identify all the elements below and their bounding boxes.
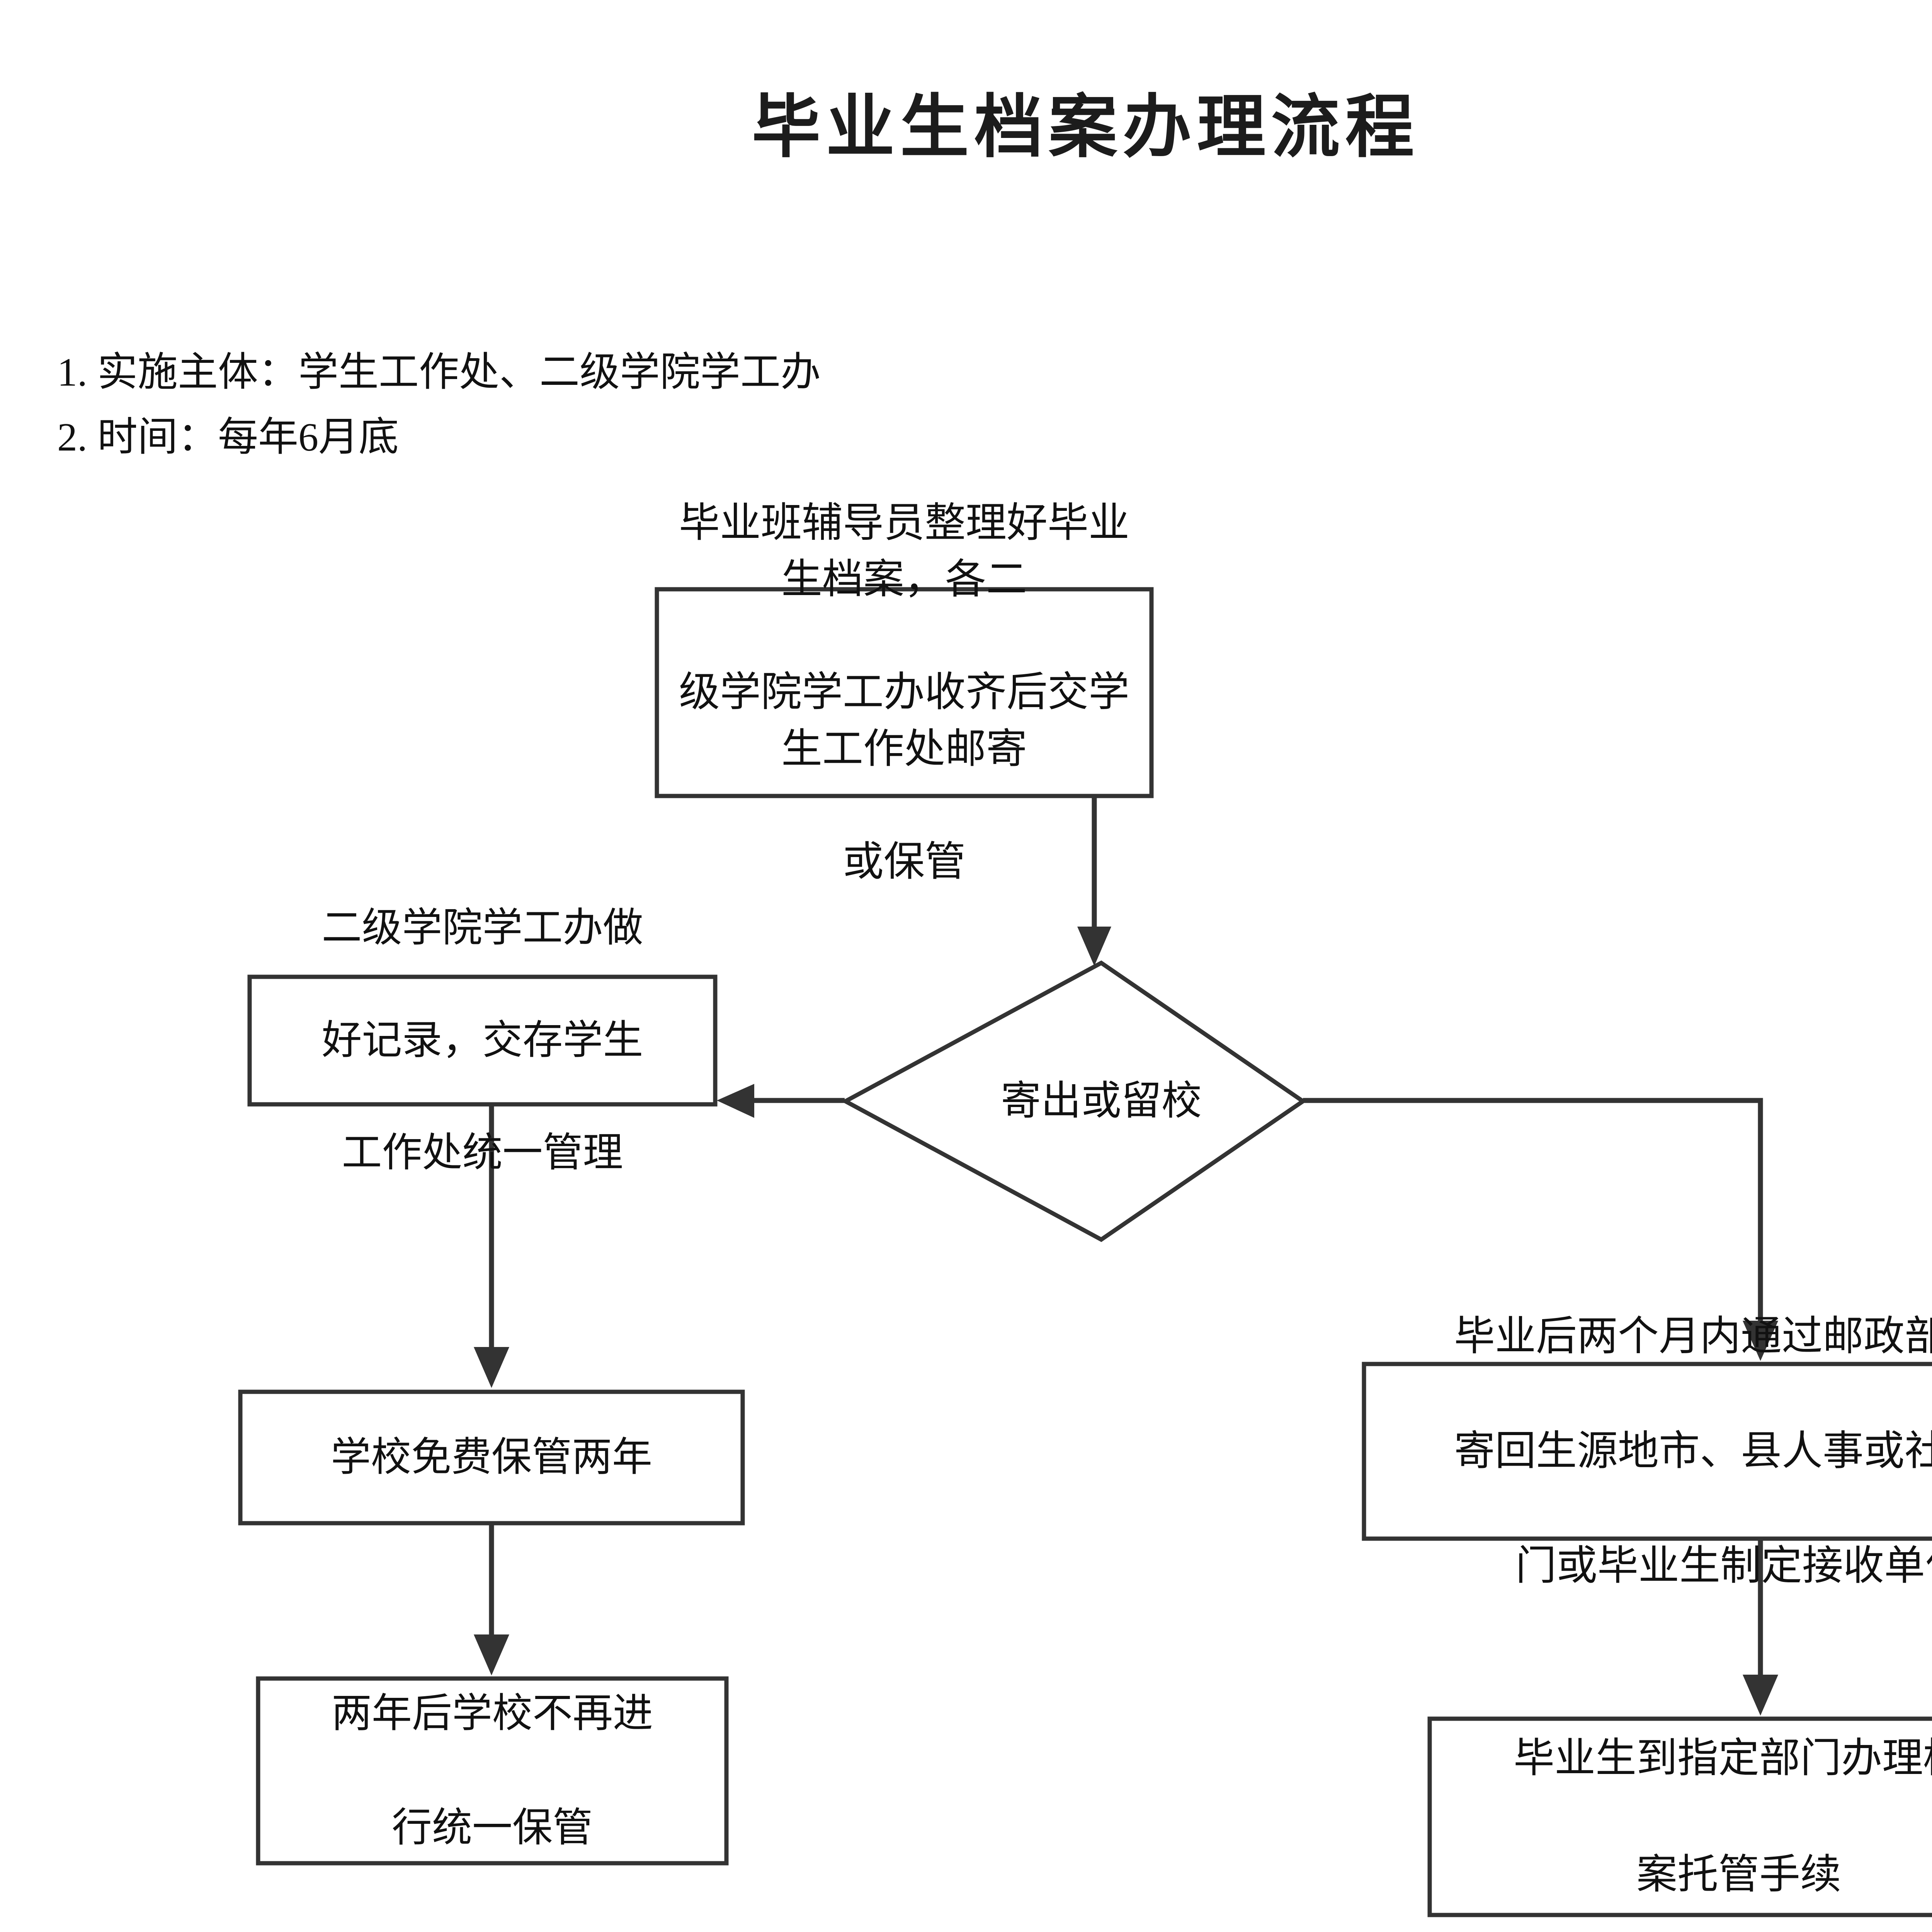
- edge-diamond-to-box2: [717, 1084, 845, 1118]
- node-box3-shape[interactable]: [238, 1389, 745, 1526]
- node-box4-shape[interactable]: [256, 1676, 729, 1866]
- edge-box3-to-box4: [474, 1523, 509, 1675]
- node-box2-shape[interactable]: [247, 975, 718, 1107]
- node-box5-shape[interactable]: [1362, 1362, 1932, 1541]
- page-title: 毕业生档案办理流程: [752, 87, 1420, 167]
- node-box1-shape[interactable]: [655, 587, 1154, 798]
- meta-line-subject: 1. 实施主体：学生工作处、二级学院学工办: [57, 350, 821, 395]
- meta-line-time: 2. 时间：每年6月底: [57, 415, 399, 460]
- edge-box2-to-box3: [474, 1104, 509, 1388]
- edge-diamond-to-box5: [1303, 1098, 1778, 1361]
- edge-box1-to-diamond: [1077, 796, 1111, 966]
- edge-box5-to-box6: [1743, 1539, 1778, 1716]
- node-diamond-shape[interactable]: [841, 960, 1307, 1242]
- node-box6-shape[interactable]: [1427, 1716, 1932, 1917]
- meta-list: 1. 实施主体：学生工作处、二级学院学工办 2. 时间：每年6月底: [57, 340, 821, 470]
